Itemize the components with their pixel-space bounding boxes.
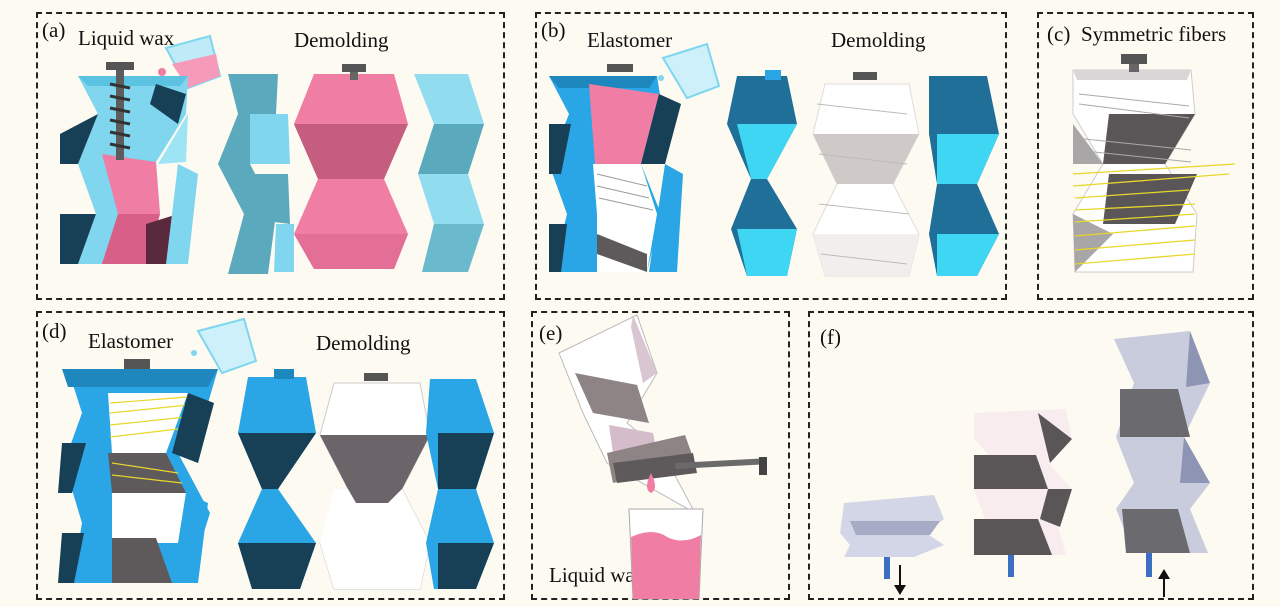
tilted-elastomer-body xyxy=(558,314,697,515)
mold-with-fibers xyxy=(58,359,218,583)
demolded-mold-right xyxy=(414,74,484,272)
mold-with-elastomer xyxy=(549,64,683,272)
demolded-mold-right xyxy=(426,379,494,589)
panel-e: (e) Liquid wax xyxy=(531,311,790,600)
panel-e-container-label: Liquid wax xyxy=(549,563,646,587)
panel-c: (c) Symmetric fibers xyxy=(1037,12,1254,300)
panel-a-pour-label: Liquid wax xyxy=(78,26,175,50)
panel-e-tag: (e) xyxy=(539,321,563,345)
screw-icon xyxy=(106,62,134,160)
panel-f: (f) xyxy=(808,311,1254,600)
panel-f-tag: (f) xyxy=(820,325,841,349)
panel-b-illustration xyxy=(549,42,999,277)
panel-a-step-label: Demolding xyxy=(294,28,389,52)
neutral-actuator xyxy=(974,409,1072,577)
panel-e-illustration xyxy=(558,314,767,600)
panel-d-illustration xyxy=(58,317,494,590)
panel-a-illustration xyxy=(60,34,484,274)
beaker-icon xyxy=(658,42,721,100)
panel-d-pour-label: Elastomer xyxy=(88,329,174,353)
demolded-mold-right xyxy=(929,76,999,276)
panel-b-step-label: Demolding xyxy=(831,28,926,52)
panel-c-illustration xyxy=(1072,54,1236,273)
extended-actuator xyxy=(1114,331,1210,597)
panel-a-tag: (a) xyxy=(42,18,66,42)
demolded-mold-left xyxy=(218,74,294,274)
panel-d-tag: (d) xyxy=(42,319,67,343)
mold-with-wax xyxy=(60,76,198,264)
wax-drop xyxy=(647,473,655,493)
panel-a: (a) Liquid wax Demolding xyxy=(36,12,505,300)
arrow-down-icon xyxy=(894,565,906,595)
panel-b: (b) Elastomer Demolding xyxy=(535,12,1007,300)
fiber-reinforced-body xyxy=(1072,54,1236,273)
panel-d-step-label: Demolding xyxy=(316,331,411,355)
panel-c-tag: (c) xyxy=(1047,22,1071,46)
panel-d: (d) Elastomer Demolding xyxy=(36,311,505,600)
panel-b-tag: (b) xyxy=(541,18,566,42)
demolded-wax-core xyxy=(294,64,408,269)
screw-icon xyxy=(675,457,767,475)
arrow-up-icon xyxy=(1158,569,1170,597)
compressed-actuator xyxy=(840,495,944,595)
beaker-icon xyxy=(628,508,704,600)
demolded-elastomer-body xyxy=(812,72,920,277)
demolded-mold-left xyxy=(238,369,316,589)
beaker-icon xyxy=(191,317,258,375)
demolded-elastomer-body xyxy=(319,373,431,590)
demolded-mold-left xyxy=(727,70,797,276)
panel-b-pour-label: Elastomer xyxy=(587,28,673,52)
panel-c-title: Symmetric fibers xyxy=(1081,22,1227,46)
panel-f-illustration xyxy=(840,331,1210,597)
